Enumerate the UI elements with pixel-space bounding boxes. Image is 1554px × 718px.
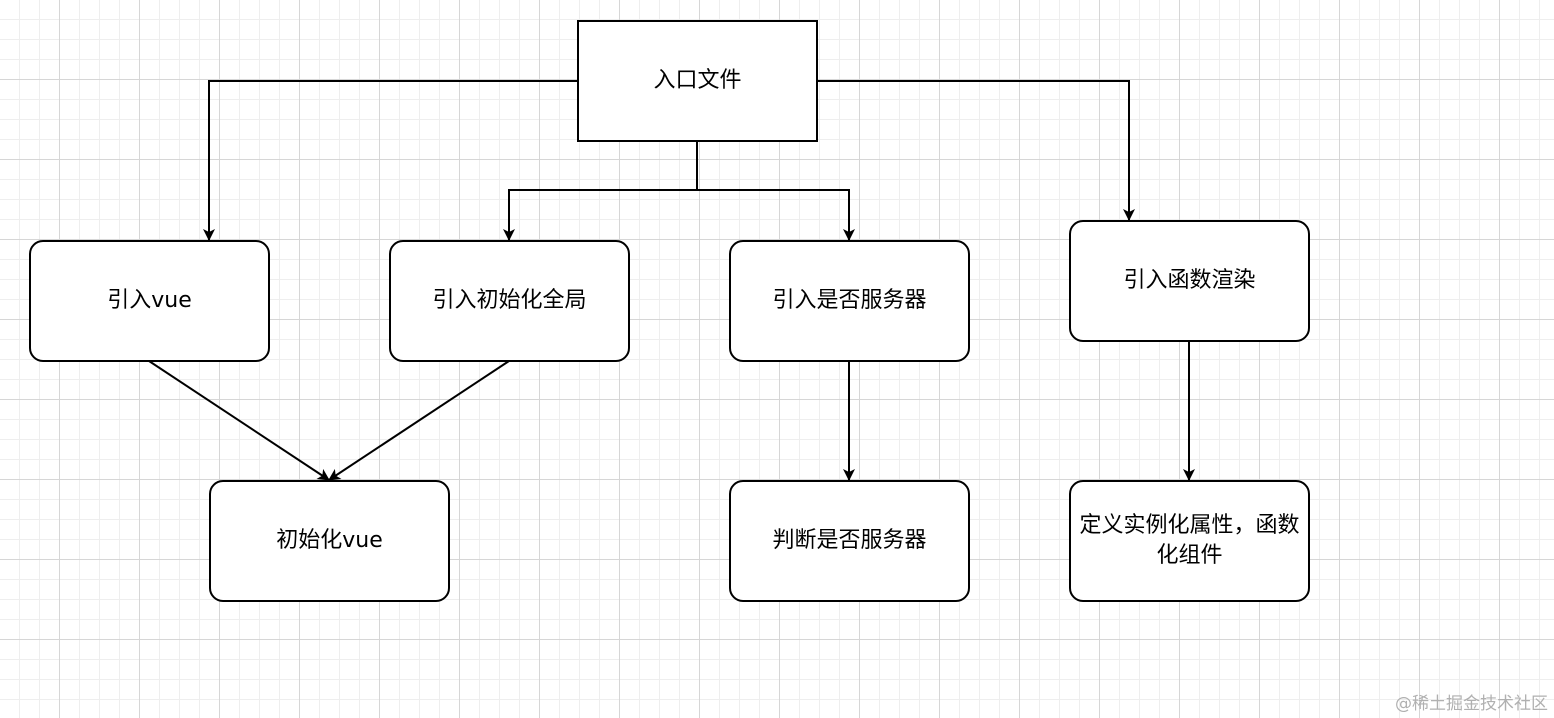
node-check-server: 判断是否服务器 xyxy=(729,480,970,602)
node-entry-file: 入口文件 xyxy=(577,20,818,142)
edge-entry-to-import-is-server xyxy=(697,189,855,241)
node-init-vue: 初始化vue xyxy=(209,480,450,602)
node-import-is-server: 引入是否服务器 xyxy=(729,240,970,362)
node-define-props: 定义实例化属性，函数化组件 xyxy=(1069,480,1310,602)
node-import-vue: 引入vue xyxy=(29,240,270,362)
edge-import-init-global-to-init-vue xyxy=(328,360,510,481)
edge-entry-to-import-init-global xyxy=(503,141,698,241)
node-import-init-global: 引入初始化全局 xyxy=(389,240,630,362)
edge-entry-to-import-render-fn xyxy=(817,80,1135,221)
node-import-render-fn: 引入函数渲染 xyxy=(1069,220,1310,342)
edge-entry-to-import-vue xyxy=(203,80,578,241)
edge-import-vue-to-init-vue xyxy=(148,360,330,481)
watermark: @稀土掘金技术社区 xyxy=(1395,694,1548,714)
